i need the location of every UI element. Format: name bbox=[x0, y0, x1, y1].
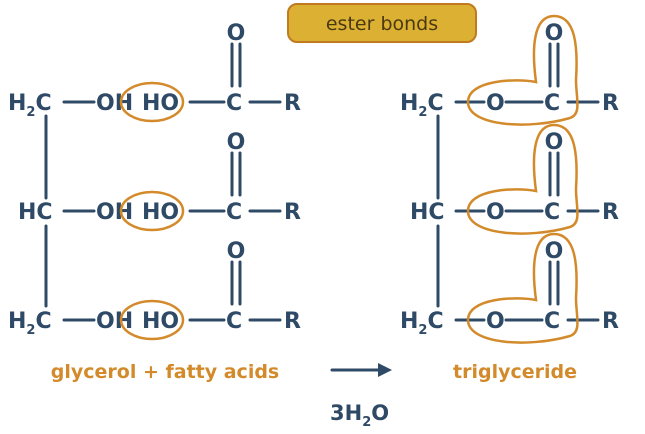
water-removal-ring bbox=[119, 190, 185, 232]
carbonyl-carbon: C bbox=[544, 200, 560, 225]
water-removal-ring bbox=[119, 299, 185, 341]
arrow-head bbox=[378, 363, 392, 377]
ester-oxygen: O bbox=[486, 91, 505, 116]
right-row-2: HC O C O R bbox=[410, 123, 619, 235]
carbonyl-carbon: C bbox=[544, 91, 560, 116]
r-group: R bbox=[602, 309, 619, 334]
r-group: R bbox=[284, 309, 301, 334]
ester-bonds-badge: ester bonds bbox=[287, 3, 477, 43]
carbonyl-oxygen: O bbox=[545, 239, 564, 264]
right-row-3: H2C O C O R bbox=[400, 232, 619, 344]
ester-bond-ring bbox=[466, 14, 579, 126]
glycerol-carbon: HC bbox=[410, 200, 445, 225]
glycerol-carbon: H2C bbox=[400, 309, 444, 338]
carbonyl-oxygen: O bbox=[545, 21, 564, 46]
badge-box bbox=[287, 3, 477, 43]
carbonyl-carbon: C bbox=[226, 200, 242, 225]
carbonyl-carbon: C bbox=[544, 309, 560, 334]
carbonyl-oxygen: O bbox=[227, 130, 246, 155]
glycerol-carbon: H2C bbox=[8, 309, 52, 338]
left-row-1: H2C OH HO C O R bbox=[8, 21, 301, 123]
acid-hydroxyl: HO bbox=[142, 91, 179, 116]
reactants-caption: glycerol + fatty acids bbox=[51, 361, 280, 383]
acid-hydroxyl: HO bbox=[142, 200, 179, 225]
water-removal-ring bbox=[119, 81, 185, 123]
ester-oxygen: O bbox=[486, 200, 505, 225]
carbonyl-carbon: C bbox=[226, 91, 242, 116]
carbonyl-oxygen: O bbox=[227, 21, 246, 46]
reaction-arrow bbox=[330, 363, 392, 377]
r-group: R bbox=[284, 200, 301, 225]
left-row-3: H2C OH HO C O R bbox=[8, 239, 301, 341]
r-group: R bbox=[602, 91, 619, 116]
left-row-2: HC OH HO C O R bbox=[18, 130, 301, 232]
glycerol-carbon: H2C bbox=[8, 91, 52, 120]
product-caption: triglyceride bbox=[453, 361, 577, 383]
ester-bond-ring bbox=[466, 232, 579, 344]
acid-hydroxyl: HO bbox=[142, 309, 179, 334]
glycerol-carbon: HC bbox=[18, 200, 53, 225]
r-group: R bbox=[284, 91, 301, 116]
carbonyl-oxygen: O bbox=[227, 239, 246, 264]
glycerol-carbon: H2C bbox=[400, 91, 444, 120]
carbonyl-oxygen: O bbox=[545, 130, 564, 155]
badge-label: ester bonds bbox=[326, 13, 438, 35]
water-byproduct: 3H2O bbox=[330, 401, 389, 430]
carbonyl-carbon: C bbox=[226, 309, 242, 334]
ester-bond-ring bbox=[466, 123, 579, 235]
r-group: R bbox=[602, 200, 619, 225]
right-row-1: H2C O C O R bbox=[400, 14, 619, 126]
ester-oxygen: O bbox=[486, 309, 505, 334]
